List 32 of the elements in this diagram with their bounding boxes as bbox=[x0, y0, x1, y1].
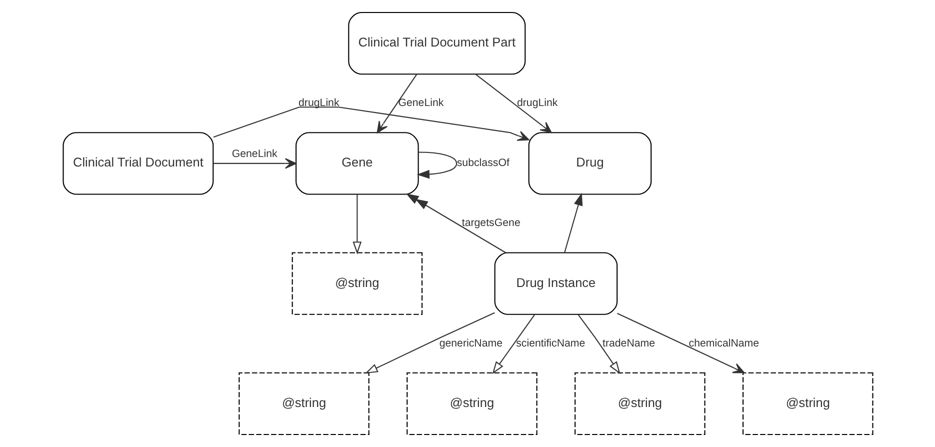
arrow bbox=[416, 152, 457, 179]
node-box: Gene bbox=[295, 132, 418, 195]
node-box: @string bbox=[238, 372, 369, 436]
node-box: Clinical Trial Document bbox=[62, 132, 214, 195]
arrow bbox=[616, 312, 744, 374]
node-box: Drug bbox=[528, 132, 652, 195]
edge-label: tradeName bbox=[602, 337, 655, 350]
arrow bbox=[364, 312, 494, 374]
edge-label: subclassOf bbox=[456, 157, 509, 170]
arrow bbox=[564, 192, 582, 253]
edge-label: chemicalName bbox=[688, 337, 759, 350]
edge-label: GeneLink bbox=[398, 97, 444, 110]
arrow bbox=[492, 314, 535, 374]
edge-label: targetsGene bbox=[461, 217, 520, 230]
node-box: Drug Instance bbox=[494, 252, 618, 315]
node-box: @string bbox=[291, 252, 422, 315]
edge-label: drugLink bbox=[516, 97, 558, 110]
arrow bbox=[376, 74, 417, 134]
node-box: @string bbox=[574, 372, 705, 436]
arrow bbox=[577, 314, 620, 374]
arrow bbox=[352, 194, 362, 254]
edge-label: drugLink bbox=[298, 97, 339, 110]
edge-label: GeneLink bbox=[231, 148, 277, 160]
edge-label: genericName bbox=[438, 337, 502, 350]
arrow bbox=[212, 158, 296, 169]
arrow bbox=[474, 74, 552, 134]
arrow bbox=[405, 193, 506, 254]
edge-label: scientificName bbox=[516, 337, 585, 350]
node-box: Clinical Trial Document Part bbox=[348, 12, 526, 75]
node-box: @string bbox=[742, 372, 873, 436]
node-box: @string bbox=[406, 372, 537, 436]
arrow bbox=[212, 106, 529, 141]
